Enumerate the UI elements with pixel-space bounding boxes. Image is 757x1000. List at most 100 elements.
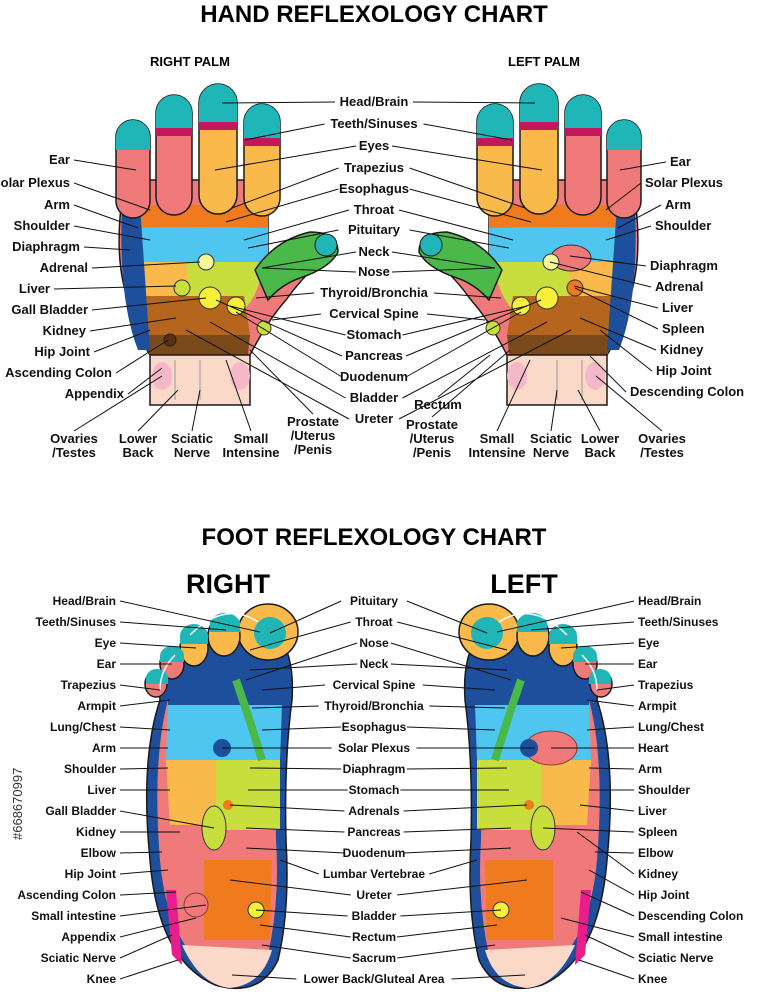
- left-palm-label: Ear: [670, 154, 691, 169]
- right-palm-bottom-label: Nerve: [174, 445, 210, 460]
- leader-line: [209, 321, 346, 399]
- leader-line: [409, 188, 532, 223]
- leader-line: [406, 600, 488, 634]
- hand-center-label: Trapezius: [344, 160, 404, 175]
- foot-center-label: Thyroid/Bronchia: [324, 699, 424, 713]
- leader-line: [261, 684, 326, 691]
- leader-line: [403, 804, 528, 812]
- hand-center-label: Stomach: [347, 327, 402, 342]
- right-foot-illustration: [144, 603, 299, 989]
- left-palm-label: Diaphragm: [650, 258, 718, 273]
- leader-line: [578, 959, 635, 980]
- stock-id-watermark: #668670997: [10, 768, 25, 840]
- left-palm-label: Shoulder: [655, 218, 711, 233]
- right-palm-bottom-label: Back: [122, 445, 154, 460]
- foot-center-label: Solar Plexus: [338, 741, 410, 755]
- left-palm-label: Adrenal: [655, 279, 703, 294]
- leader-line: [119, 600, 261, 633]
- left-palm-bottom-label: Prostate: [406, 417, 458, 432]
- leader-line: [119, 642, 197, 649]
- leader-line: [577, 389, 601, 432]
- right-palm-label: Solar Plexus: [0, 175, 70, 190]
- right-palm-label: Kidney: [43, 323, 87, 338]
- leader-line: [412, 101, 536, 104]
- leader-line: [409, 229, 510, 249]
- right-palm-illustration: [115, 83, 339, 406]
- leader-line: [437, 354, 491, 398]
- right-foot-label: Liver: [87, 783, 116, 797]
- leader-line: [595, 375, 663, 432]
- leader-line: [586, 699, 635, 707]
- leader-line: [115, 339, 169, 374]
- hand-center-label: Ureter: [355, 411, 393, 426]
- hand-center-label: Neck: [358, 244, 390, 259]
- left-palm-bottom-label: Intensine: [468, 445, 525, 460]
- leader-line: [584, 934, 635, 959]
- left-palm-bottom-label: Back: [584, 445, 616, 460]
- left-foot-label: Kidney: [638, 867, 678, 881]
- leader-line: [229, 305, 346, 336]
- leader-line: [599, 329, 653, 372]
- leader-line: [119, 959, 179, 980]
- leader-line: [251, 705, 319, 709]
- leader-line: [397, 944, 496, 959]
- hand-center-label: Esophagus: [339, 181, 409, 196]
- left-palm-bottom-label: /Uterus: [410, 431, 455, 446]
- leader-line: [53, 285, 177, 290]
- leader-line: [83, 246, 131, 251]
- leader-line: [390, 663, 508, 671]
- left-foot-label: Trapezius: [638, 678, 694, 692]
- right-palm-label: RIGHT PALM: [150, 54, 230, 69]
- leader-line: [191, 389, 201, 432]
- right-palm-label: Appendix: [65, 386, 125, 401]
- right-palm-bottom-label: /Uterus: [291, 428, 336, 443]
- leader-line: [119, 869, 169, 875]
- left-palm-bottom-label: /Testes: [640, 445, 684, 460]
- right-foot-label: Elbow: [81, 846, 117, 860]
- leader-line: [403, 847, 512, 854]
- leader-line: [231, 974, 297, 980]
- right-palm-label: Adrenal: [40, 260, 88, 275]
- leader-line: [605, 225, 652, 241]
- leader-line: [215, 299, 343, 357]
- leader-line: [243, 209, 350, 241]
- leader-line: [405, 311, 522, 378]
- foot-center-label: Stomach: [349, 783, 400, 797]
- leader-line: [391, 145, 543, 171]
- leader-line: [496, 600, 635, 633]
- left-foot-label: Sciatic Nerve: [638, 951, 714, 965]
- right-foot-label: Trapezius: [61, 678, 117, 692]
- right-palm-bottom-label: Intensine: [222, 445, 279, 460]
- leader-line: [119, 891, 177, 896]
- leader-line: [402, 305, 528, 336]
- foot-center-label: Duodenum: [343, 846, 406, 860]
- leader-line: [73, 375, 163, 432]
- leader-line: [279, 859, 319, 875]
- right-palm-bottom-label: Small: [234, 431, 269, 446]
- left-foot-label: Liver: [638, 804, 667, 818]
- leader-line: [405, 299, 542, 357]
- leader-line: [576, 831, 635, 875]
- leader-line: [397, 621, 508, 651]
- foot-center-label: Nose: [359, 636, 389, 650]
- foot-center-label: Rectum: [352, 930, 396, 944]
- leader-line: [560, 917, 635, 938]
- leader-line: [409, 167, 526, 209]
- leader-line: [255, 292, 315, 299]
- leader-line: [579, 317, 657, 351]
- leader-line: [137, 389, 179, 432]
- diagram-labels: Head/BrainTeeth/SinusesEyesTrapeziusEsop…: [0, 94, 744, 986]
- right-foot-label: Appendix: [61, 930, 116, 944]
- leader-line: [433, 292, 502, 299]
- right-foot-label: Kidney: [76, 825, 116, 839]
- leader-line: [574, 287, 659, 330]
- leader-line: [429, 859, 478, 875]
- left-foot-label: Ear: [638, 657, 658, 671]
- left-palm-bottom-label: Rectum: [414, 397, 462, 412]
- right-foot-label: Eye: [95, 636, 117, 650]
- leader-line: [73, 182, 151, 211]
- right-foot-label: Gall Bladder: [45, 804, 116, 818]
- leader-line: [221, 101, 336, 104]
- leader-line: [588, 767, 635, 770]
- leader-line: [617, 204, 662, 229]
